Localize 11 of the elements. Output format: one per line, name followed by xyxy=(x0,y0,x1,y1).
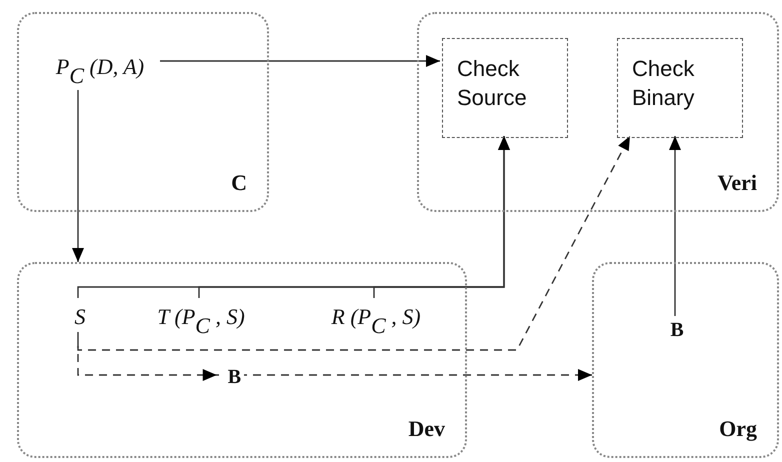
group-label: C xyxy=(231,170,247,196)
math-label: S xyxy=(70,300,90,334)
dotted-group-box xyxy=(417,12,779,212)
variable-label: B xyxy=(664,318,690,342)
process-box: Check Binary xyxy=(617,38,743,138)
group-label: Org xyxy=(719,416,757,442)
process-box: Check Source xyxy=(442,38,568,138)
group-label: Veri xyxy=(717,170,757,196)
group-label: Dev xyxy=(408,416,445,442)
dotted-group-box xyxy=(17,12,269,212)
dotted-group-box xyxy=(592,262,779,458)
